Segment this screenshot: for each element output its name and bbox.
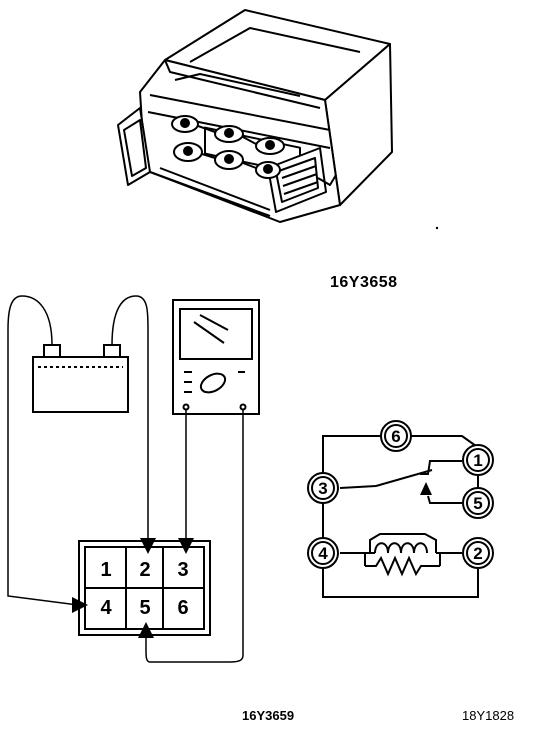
pin-bridges bbox=[197, 125, 257, 169]
battery bbox=[32, 344, 129, 413]
figure-reference-bottom: 16Y3659 bbox=[242, 708, 295, 723]
battery-terminal-left bbox=[43, 344, 61, 358]
arrowheads bbox=[72, 538, 194, 638]
speck bbox=[435, 226, 439, 230]
terminal-label: 3 bbox=[318, 479, 327, 498]
meter-probe-jack-right bbox=[239, 403, 247, 411]
terminal-3 bbox=[307, 472, 339, 504]
terminal-label: 5 bbox=[473, 494, 482, 513]
terminal-2 bbox=[462, 537, 494, 569]
meter-probe-jack-left bbox=[182, 403, 190, 411]
meter-knob bbox=[199, 372, 227, 394]
arrow-to-terminal-4 bbox=[72, 597, 88, 613]
terminal-1 bbox=[462, 444, 494, 476]
relay-pins bbox=[171, 115, 285, 179]
connector-numbers: 1 2 3 4 5 6 bbox=[100, 559, 188, 619]
terminal-label: 2 bbox=[473, 544, 482, 563]
terminal-label: 6 bbox=[391, 427, 400, 446]
meter-dial bbox=[179, 308, 253, 360]
connector-cell-label: 5 bbox=[139, 597, 150, 619]
relay-schematic bbox=[322, 435, 479, 598]
figure-reference-top: 16Y3658 bbox=[330, 274, 398, 291]
connector-cell-label: 6 bbox=[177, 597, 188, 619]
schematic-terminal-labels: 6 1 3 5 4 2 bbox=[318, 427, 482, 563]
connector-cell-label: 3 bbox=[177, 559, 188, 581]
relay-pin bbox=[214, 150, 244, 170]
arrow-to-terminal-2 bbox=[140, 538, 156, 554]
arrow-to-terminal-5 bbox=[138, 622, 154, 638]
relay-illustration bbox=[117, 9, 393, 223]
schematic-terminals bbox=[307, 420, 494, 569]
relay-pin bbox=[255, 137, 285, 155]
connector-cell-label: 1 bbox=[100, 559, 111, 581]
terminal-5 bbox=[462, 487, 494, 519]
relay-pin bbox=[173, 142, 203, 162]
meter-needle bbox=[193, 321, 225, 344]
ohmmeter bbox=[172, 299, 260, 415]
terminal-label: 1 bbox=[473, 451, 482, 470]
relay-pin bbox=[171, 115, 199, 133]
figure-reference-corner: 18Y1828 bbox=[462, 708, 515, 723]
test-leads bbox=[7, 295, 244, 663]
terminal-label: 4 bbox=[318, 544, 328, 563]
battery-body bbox=[32, 356, 129, 413]
arrow-to-terminal-3 bbox=[178, 538, 194, 554]
terminal-4 bbox=[307, 537, 339, 569]
contact-arrow bbox=[420, 482, 432, 495]
terminal-6 bbox=[380, 420, 412, 452]
connector-cell-label: 2 bbox=[139, 559, 150, 581]
connector bbox=[78, 540, 211, 636]
connector-cell-label: 4 bbox=[100, 597, 112, 619]
battery-terminal-right bbox=[103, 344, 121, 358]
relay-pin bbox=[214, 125, 244, 143]
relay-pin bbox=[255, 161, 281, 179]
